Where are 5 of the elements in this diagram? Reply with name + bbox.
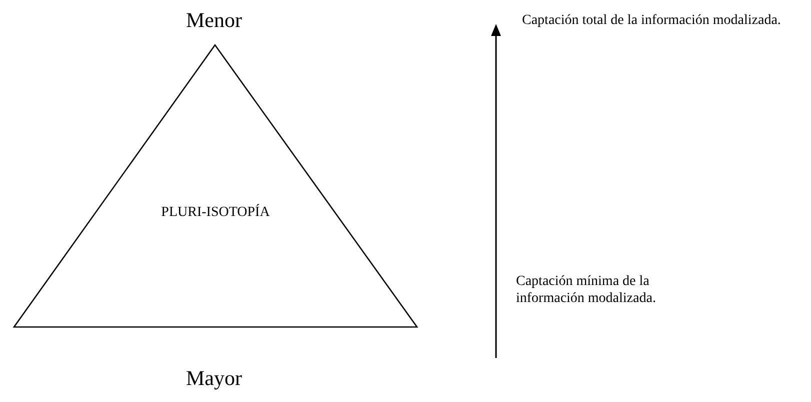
note-text: Captación mínima de la información modalizada. <box>516 273 657 307</box>
scale-label: Menor <box>186 8 242 33</box>
scale-label: Mayor <box>186 366 242 391</box>
note-text: Captación total de la información modalizada. <box>522 12 782 29</box>
triangle-label: PLURI-ISOTOPÍA <box>160 205 271 221</box>
